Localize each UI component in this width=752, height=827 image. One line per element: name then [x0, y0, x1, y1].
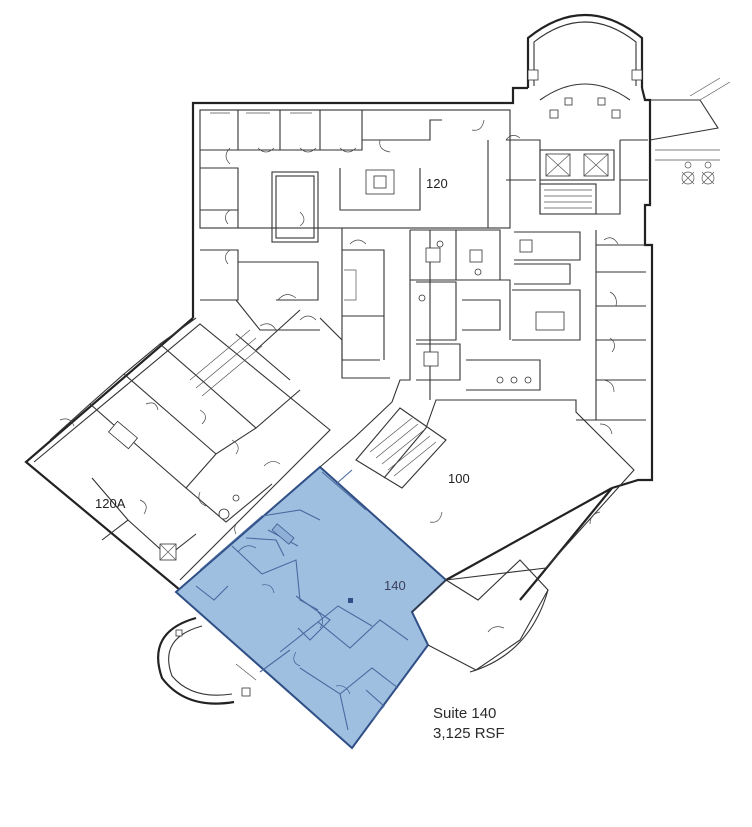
- east-offices: [576, 139, 648, 421]
- room-100-label: 100: [448, 471, 470, 486]
- suite-caption: Suite 140 3,125 RSF: [433, 704, 505, 744]
- stair-corridor: [319, 230, 447, 489]
- room-140-label: 140: [384, 578, 406, 593]
- core: [410, 135, 621, 435]
- building-outline: [24, 86, 654, 601]
- block-120: [199, 109, 511, 379]
- suite-area: 3,125 RSF: [433, 725, 505, 742]
- suite-name: Suite 140: [433, 705, 497, 722]
- suite-140-area: [174, 465, 448, 750]
- patio: [649, 77, 731, 185]
- lobby-100: [383, 399, 635, 673]
- west-rotunda: [157, 616, 257, 705]
- room-120-label: 120: [426, 176, 448, 191]
- room-120a-label: 120A: [95, 496, 126, 511]
- entrance-rotunda: [526, 13, 644, 119]
- wing-120a: [33, 309, 331, 581]
